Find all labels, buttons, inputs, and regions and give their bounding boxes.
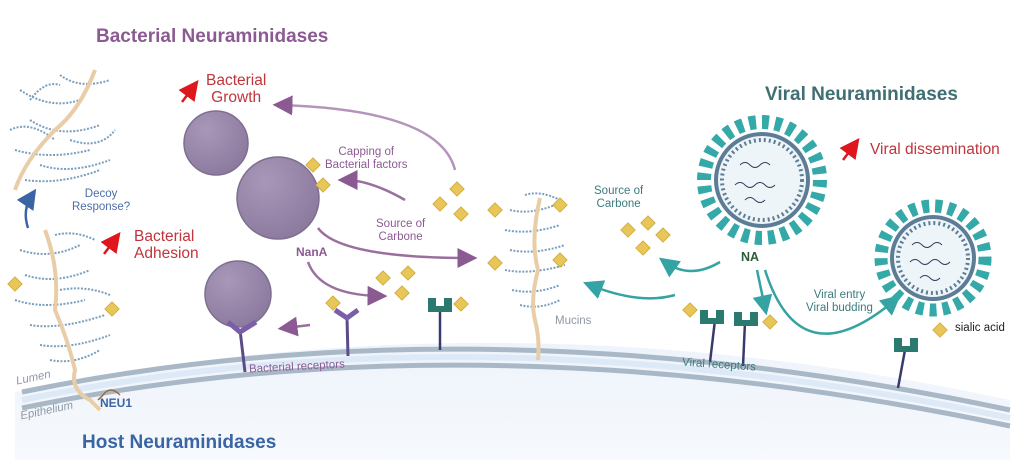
bacterial-receptor [226,307,360,373]
bacterium-adhered [204,260,272,328]
mucins-label: Mucins [555,315,592,327]
cell-membrane [21,346,1011,429]
bacterium-nana [236,156,320,240]
viral-dissemination-label: Viral dissemination [870,141,1000,158]
bacterium [183,110,249,176]
viral-neuraminidases-title: Viral Neuraminidases [765,84,958,105]
mucin-host [14,232,111,363]
sialic-acid-molecules [7,157,948,338]
virus-particle [697,115,827,245]
adhesion-arrow [100,232,121,255]
bacterial-neuraminidases-title: Bacterial Neuraminidases [96,26,329,47]
host-neuraminidases-title: Host Neuraminidases [82,432,277,453]
viral-receptor [438,308,907,389]
sialic-acid-legend: sialic acid [955,322,1005,334]
neu1-label: NEU1 [100,396,133,410]
nana-label: NanA [296,245,328,259]
na-label: NA [741,250,760,264]
dissemination-arrow [839,138,860,161]
mucin-decoy [9,74,116,183]
decoy-arrow [16,188,37,229]
virus-particle-budding [874,199,992,317]
growth-arrow [178,80,199,103]
